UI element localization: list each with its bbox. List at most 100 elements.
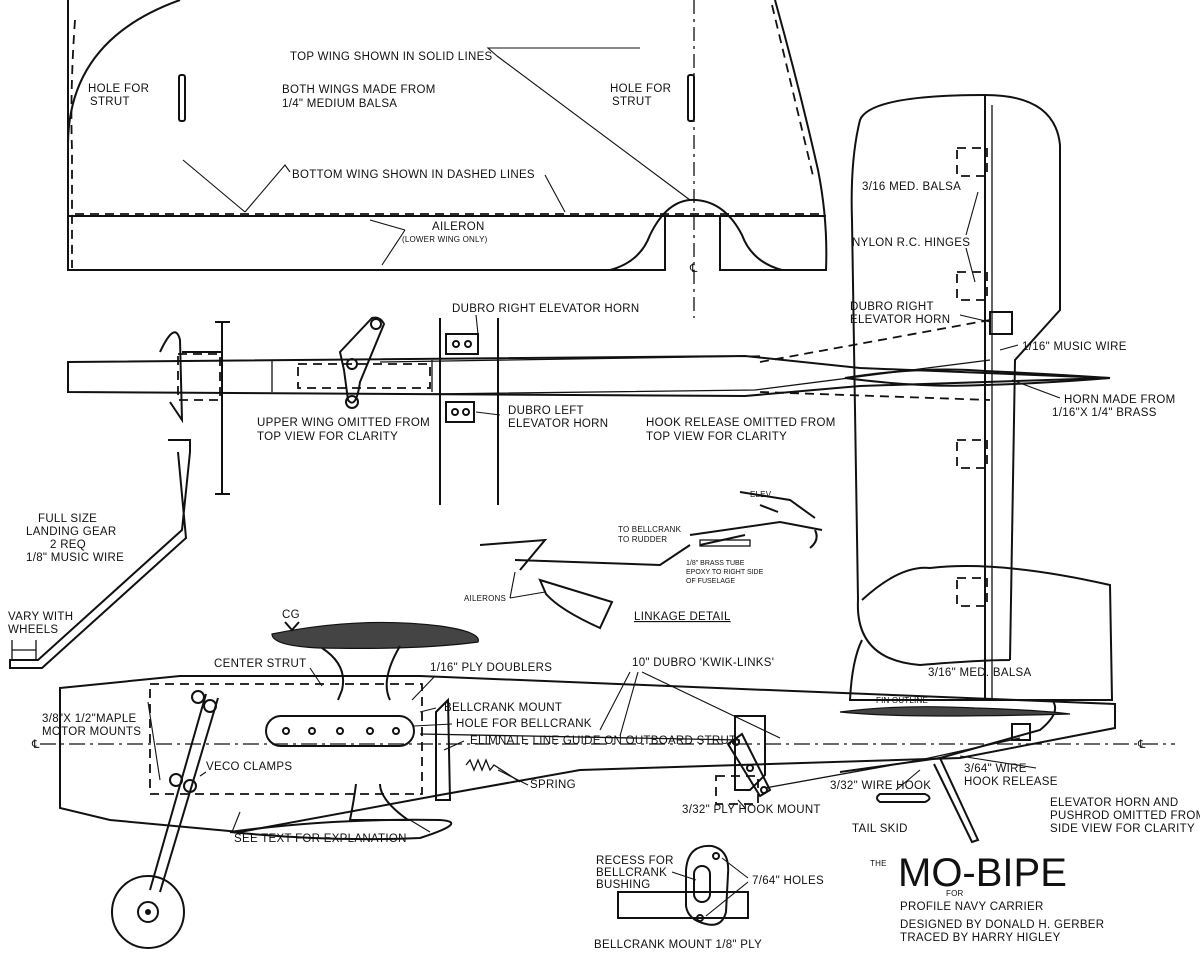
left-horn-hole-1: [451, 408, 459, 416]
hook-release-label-1: 3/64" WIRE: [964, 763, 1027, 775]
fin-outline-shape: [848, 565, 1114, 701]
both-wings-label-2: 1/4" MEDIUM BALSA: [282, 98, 397, 110]
elevator-omitted-2: PUSHROD OMITTED FROM: [1050, 810, 1200, 822]
engine-mount-top: [159, 331, 223, 424]
top-wing-outline: [67, 0, 828, 271]
stab-airfoil-side: [839, 706, 1071, 717]
leader-hook-release: [959, 755, 1037, 769]
aileron-note: (LOWER WING ONLY): [402, 235, 488, 244]
gear-label-1: FULL SIZE: [38, 513, 97, 525]
upper-wing-omitted-1: UPPER WING OMITTED FROM: [257, 417, 430, 429]
mount-hole-2: [696, 914, 704, 922]
left-horn-label-1: DUBRO LEFT: [508, 405, 584, 417]
center-strut-label: CENTER STRUT: [214, 658, 306, 670]
wing-strut-rear: [439, 318, 499, 505]
title-the: THE: [870, 859, 887, 868]
both-wings-label-1: BOTH WINGS MADE FROM: [282, 84, 436, 96]
stab-music-wire-label: 1/16" MUSIC WIRE: [1022, 341, 1127, 353]
center-cutout: [609, 198, 783, 271]
wheel-hub: [145, 909, 151, 915]
leader-music-wire: [999, 344, 1019, 351]
linkage-brass-1: 1/8" BRASS TUBE: [686, 560, 745, 567]
landing-gear-full-size: [9, 439, 191, 669]
linkage-brass-3: OF FUSELAGE: [686, 578, 735, 585]
veco-label: VECO CLAMPS: [206, 761, 292, 773]
leader-aileron: [369, 219, 406, 266]
leader-kwik-2: [619, 671, 639, 737]
holes-label: 7/64" HOLES: [752, 875, 824, 887]
maple-label-2: MOTOR MOUNTS: [42, 726, 141, 738]
hook-mount-dash: [715, 775, 759, 805]
gear-label-4: 1/8" MUSIC WIRE: [26, 552, 124, 564]
stab-hinges-label: NYLON R.C. HINGES: [852, 237, 970, 249]
leader-left-horn: [475, 411, 501, 416]
gear-label-2: LANDING GEAR: [26, 526, 117, 538]
mount-recess: [693, 865, 711, 903]
see-text-label: SEE TEXT FOR EXPLANATION: [234, 833, 407, 845]
leader-bottom-wing: [244, 164, 566, 213]
bellcrank-hole-3: [336, 727, 344, 735]
fin-outline-label: FIN OUTLINE: [876, 696, 928, 705]
stab-horn-label-2: ELEVATOR HORN: [850, 314, 950, 326]
bottom-wing-label: BOTTOM WING SHOWN IN DASHED LINES: [292, 169, 535, 181]
aileron-linkage-sketch: [479, 538, 691, 630]
leader-ply-hook: [737, 799, 746, 809]
wing-strut-front: [215, 321, 230, 495]
pushrod-top: [379, 355, 991, 395]
wing-hole-right-2: STRUT: [612, 96, 652, 108]
bellcrank-mount-label: BELLCRANK MOUNT: [444, 702, 562, 714]
top-right-horn-label: DUBRO RIGHT ELEVATOR HORN: [452, 303, 639, 315]
leader-eliminate: [443, 740, 465, 751]
ply-doublers-label: 1/16" PLY DOUBLERS: [430, 662, 552, 674]
stab-horn-made-1: HORN MADE FROM: [1064, 394, 1176, 406]
bellcrank-hole-4: [366, 727, 374, 735]
tail-skid-label: TAIL SKID: [852, 823, 908, 835]
tail-skid: [876, 793, 931, 803]
leader-hinges: [965, 191, 979, 283]
hinge-3: [956, 439, 988, 469]
linkage-ailerons-label: AILERONS: [464, 594, 506, 603]
stabilizer-plan: [848, 94, 1114, 701]
top-view-block: [297, 363, 431, 389]
elevator-linkage-sketch: [689, 491, 823, 549]
leader-ailerons: [509, 571, 546, 599]
main-gear-leg: [149, 693, 219, 893]
stab-horn-block: [989, 311, 1013, 335]
hole-bellcrank-label: HOLE FOR BELLCRANK: [456, 718, 592, 730]
fuselage-side-view: [40, 621, 1175, 949]
bottom-wing-dashed: [70, 4, 822, 268]
wheel-outer: [111, 875, 185, 949]
linkage-brass-2: EPOXY TO RIGHT SIDE: [686, 569, 764, 576]
hook-hole-1: [732, 738, 740, 746]
gear-bracket: [11, 640, 37, 660]
leader-spring: [497, 769, 529, 786]
bellcrank-hole-1: [282, 727, 290, 735]
bellcrank-mount-detail: [617, 844, 749, 926]
bellcrank-slot: [265, 715, 415, 747]
stab-horn-label-1: DUBRO RIGHT: [850, 301, 934, 313]
spring-label: SPRING: [530, 779, 576, 791]
leader-bottom-wing-2: [182, 159, 246, 213]
leader-veco: [199, 771, 207, 777]
hook-hole-3: [760, 786, 768, 794]
mount-bar: [617, 891, 749, 919]
title-tracer: TRACED BY HARRY HIGLEY: [900, 932, 1061, 944]
leader-right-horn-top: [475, 314, 479, 335]
wing-centerline-mark: ℄: [689, 263, 698, 275]
bellcrank-top: [338, 316, 386, 404]
hook-release-omitted-2: TOP VIEW FOR CLARITY: [646, 431, 787, 443]
top-wing-airfoil: [271, 621, 479, 649]
recess-label-1: RECESS FOR: [596, 855, 674, 867]
vary-label-2: WHEELS: [8, 624, 58, 636]
eliminate-label: ELIMNATE LINE GUIDE ON OUTBOARD STRUT: [470, 735, 736, 747]
gear-wire: [9, 439, 191, 669]
mount-plate: [685, 844, 730, 926]
gear-label-3: 2 REQ: [50, 539, 86, 551]
stab-horn-made-2: 1/16"X 1/4" BRASS: [1052, 407, 1157, 419]
linkage-rudder-label: TO RUDDER: [618, 535, 667, 544]
bellcrank-hole-2: [308, 727, 316, 735]
cg-marker: [284, 621, 300, 632]
tail-horn-side: [1011, 723, 1031, 741]
recess-label-3: BUSHING: [596, 879, 651, 891]
left-horn-hole-2: [462, 408, 470, 416]
